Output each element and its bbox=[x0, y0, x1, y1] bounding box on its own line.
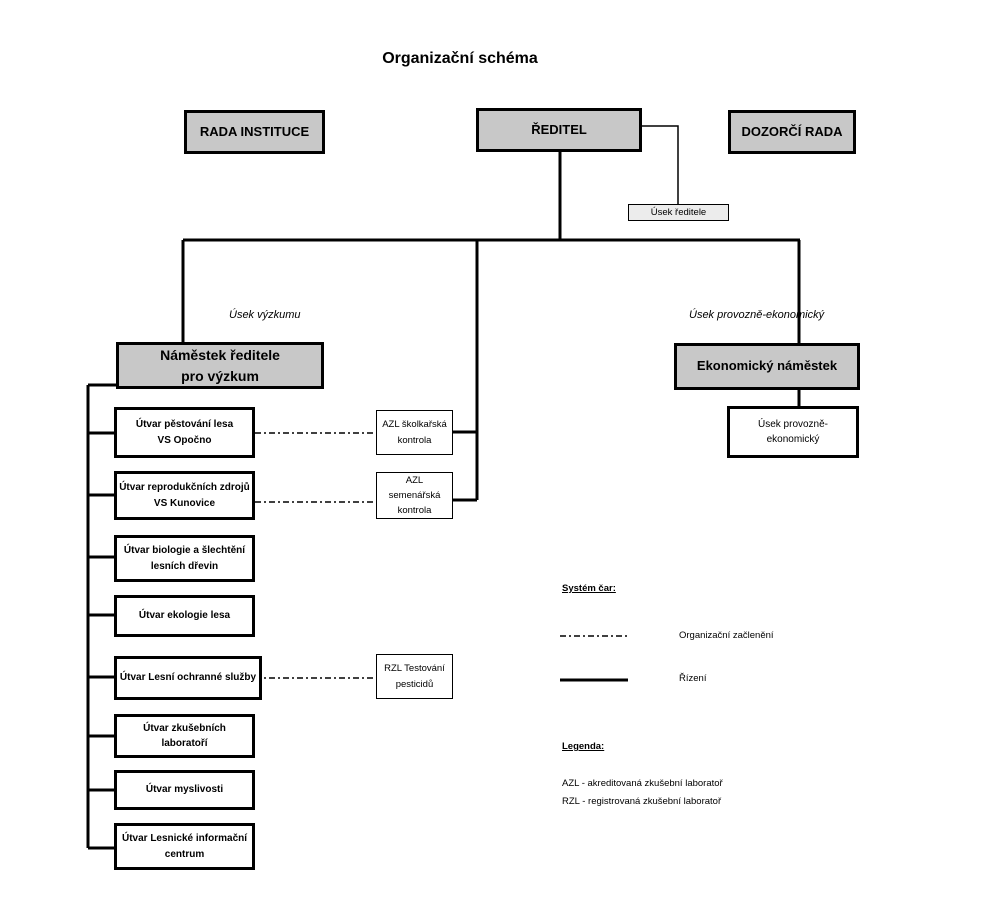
box-usek-provozne-ekonomicky: Úsek provozně-ekonomický bbox=[727, 406, 859, 458]
unit-pestovani-lesa: Útvar pěstování lesa VS Opočno bbox=[114, 407, 255, 458]
legend-rzl: RZL - registrovaná zkušební laboratoř bbox=[562, 796, 722, 807]
box-rada-instituce: RADA INSTITUCE bbox=[184, 110, 325, 154]
box-ekonomicky-namestek: Ekonomický náměstek bbox=[674, 343, 860, 390]
unit-reprodukcnich-zdroju: Útvar reprodukčních zdrojů VS Kunovice bbox=[114, 471, 255, 520]
lab-azl-skolkarska: AZL školkařská kontrola bbox=[376, 410, 453, 455]
unit-ekologie-lesa: Útvar ekologie lesa bbox=[114, 595, 255, 637]
line-to-usek-reditele bbox=[642, 125, 679, 205]
unit-myslivosti: Útvar myslivosti bbox=[114, 770, 255, 810]
box-reditel: ŘEDITEL bbox=[476, 108, 642, 152]
lab-rzl-pesticidy: RZL Testování pesticidů bbox=[376, 654, 453, 699]
box-usek-reditele: Úsek ředitele bbox=[628, 204, 729, 221]
legend-dashed-label: Organizační začlenění bbox=[679, 630, 774, 641]
box-namestek-vyzkum: Náměstek ředitele pro výzkum bbox=[116, 342, 324, 389]
page-title: Organizační schéma bbox=[382, 50, 538, 67]
legend-azl: AZL - akreditovaná zkušební laboratoř bbox=[562, 778, 723, 789]
unit-biologie-slechteni: Útvar biologie a šlechtění lesních dřevi… bbox=[114, 535, 255, 582]
unit-zkusebnich-laboratori: Útvar zkušebních laboratoří bbox=[114, 714, 255, 758]
box-dozorci-rada: DOZORČÍ RADA bbox=[728, 110, 856, 154]
caption-usek-vyzkumu: Úsek výzkumu bbox=[229, 309, 301, 321]
legend-legenda-title: Legenda: bbox=[562, 741, 605, 752]
lab-azl-semenarska: AZL semenářská kontrola bbox=[376, 472, 453, 519]
caption-usek-provozni: Úsek provozně-ekonomický bbox=[689, 309, 825, 321]
unit-lesni-ochranne-sluzby: Útvar Lesní ochranné služby bbox=[114, 656, 262, 700]
legend-solid-label: Řízení bbox=[679, 673, 707, 684]
legend-system-title: Systém čar: bbox=[562, 583, 616, 594]
unit-lesnicke-informacni-centrum: Útvar Lesnické informační centrum bbox=[114, 823, 255, 870]
